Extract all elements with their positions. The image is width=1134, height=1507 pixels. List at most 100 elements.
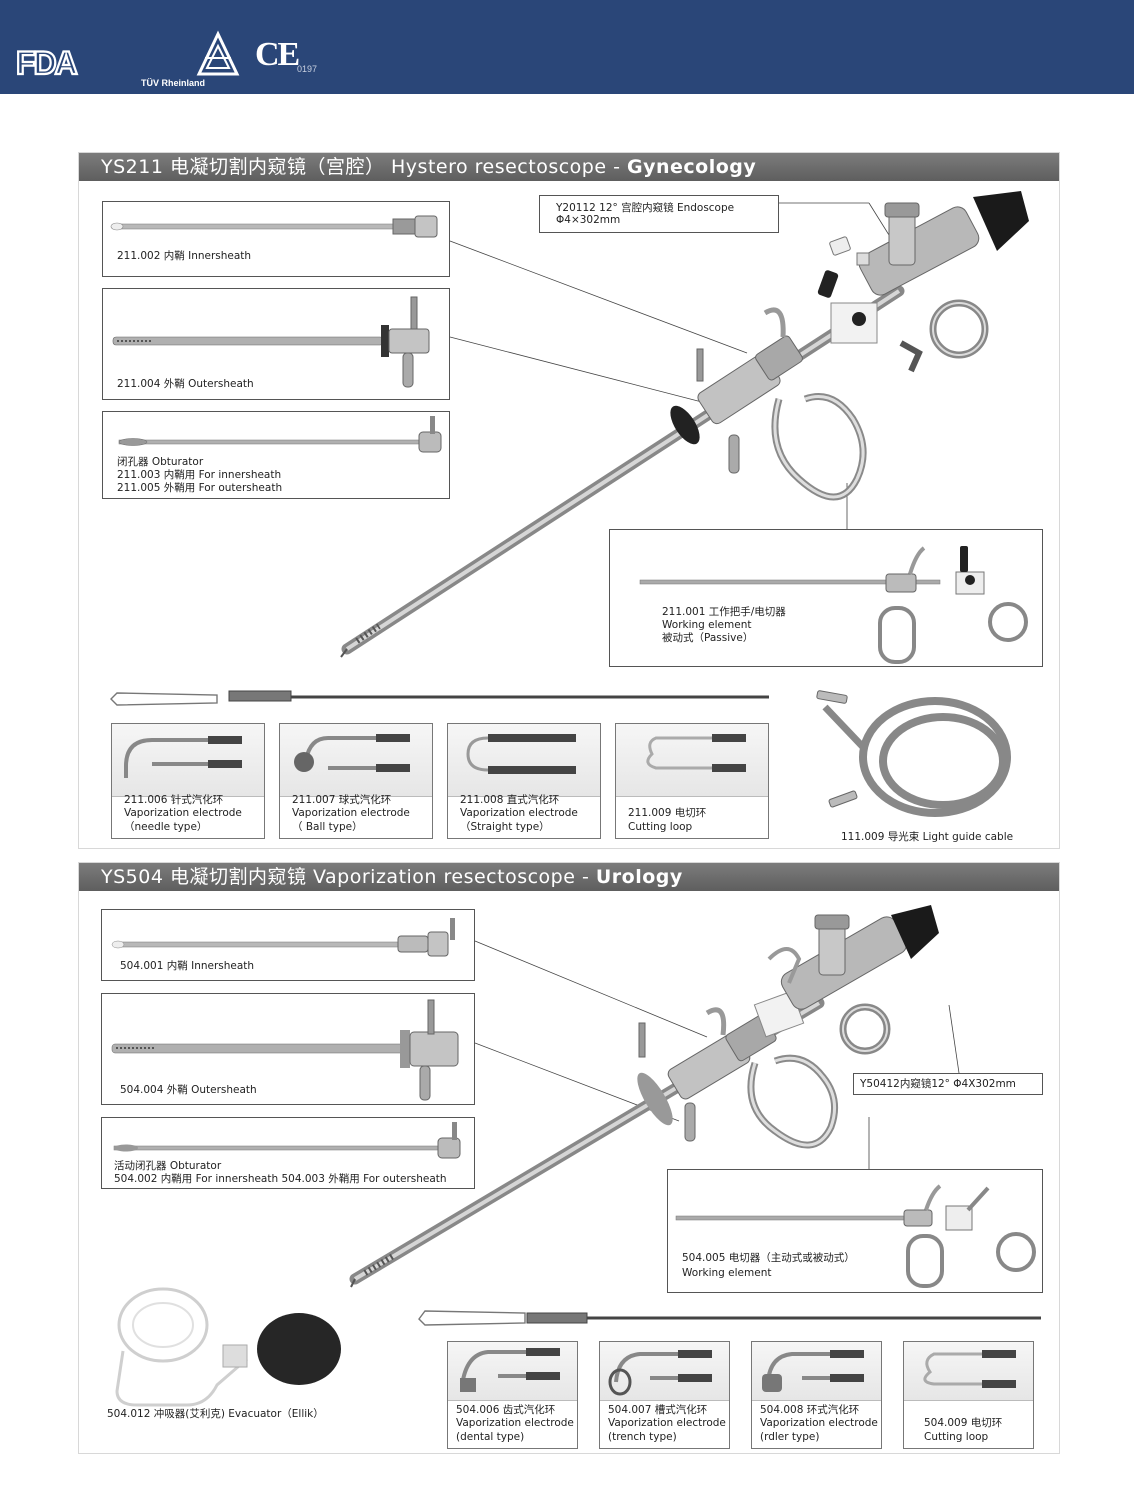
ce-mark: CE [255, 36, 300, 73]
gyn-electrode-2-line1: 211.007 球式汽化环 [292, 793, 392, 806]
gyn-electrode-2-line2: Vaporization electrode [292, 807, 410, 819]
gyn-electrode-1-line3: （needle type） [124, 820, 208, 833]
gyn-electrode-caption-1: 211.006 针式汽化环 Vaporization electrode （ne… [124, 794, 242, 835]
uro-electrode-1-line2: Vaporization electrode [456, 1417, 574, 1429]
gyn-electrode-card-4: 211.009 电切环 Cutting loop [615, 723, 769, 839]
gyn-electrode-shaft [110, 690, 769, 706]
uro-electrode-card-3: 504.008 环式汽化环 Vaporization electrode (rd… [751, 1341, 882, 1449]
gynecology-panel: YS211 电凝切割内窥镜（宫腔） Hystero resectoscope -… [78, 152, 1060, 849]
fda-logo: FDA [14, 44, 92, 82]
gyn-working-element-illustration [639, 546, 1028, 664]
gyn-electrode-1-line2: Vaporization electrode [124, 807, 242, 819]
gyn-electrode-caption-4: 211.009 电切环 Cutting loop [628, 807, 706, 834]
uro-electrode-caption-4: 504.009 电切环 Cutting loop [924, 1417, 1002, 1444]
uro-resectoscope-illustration [349, 905, 960, 1288]
uro-electrode-3-line1: 504.008 环式汽化环 [760, 1403, 860, 1416]
uro-electrode-caption-3: 504.008 环式汽化环 Vaporization electrode (rd… [760, 1404, 878, 1445]
outer-sheath-label: 211.004 外鞘 Outersheath [117, 378, 254, 390]
tuv-logo-text: TÜV Rheinland [140, 78, 205, 88]
gyn-electrode-1-line1: 211.006 针式汽化环 [124, 793, 224, 806]
gyn-electrode-4-line1: 211.009 电切环 [628, 807, 707, 819]
uro-electrode-4-line2: Cutting loop [924, 1430, 989, 1443]
uro-electrode-image-4 [904, 1342, 1033, 1402]
evacuator-label: 504.012 冲吸器(艾利克) Evacuator（Ellik） [107, 1408, 324, 1420]
gyn-electrode-image-1 [112, 724, 264, 797]
fda-logo-text: FDA [16, 45, 78, 81]
gyn-working-element-line3: 被动式（Passive） [662, 632, 754, 644]
uro-electrode-image-2 [600, 1342, 729, 1402]
uro-working-element-box: 504.005 电切器（主动式或被动式） Working element [667, 1169, 1043, 1293]
uro-obturator-illustration [113, 1122, 461, 1159]
uro-electrode-3-line3: (rdler type) [760, 1430, 820, 1443]
fda-logo-icon: FDA [15, 44, 81, 82]
uro-electrode-shaft [418, 1310, 1041, 1326]
urology-panel: YS504 电凝切割内窥镜 Vaporization resectoscope … [78, 862, 1060, 1454]
uro-obturator-box: 活动闭孔器 Obturator 504.002 内鞘用 For innershe… [101, 1117, 475, 1189]
uro-inner-sheath-label: 504.001 内鞘 Innersheath [120, 960, 255, 972]
gyn-electrode-card-1: 211.006 针式汽化环 Vaporization electrode （ne… [111, 723, 265, 839]
ball-electrode-icon [294, 734, 410, 772]
uro-electrode-card-2: 504.007 槽式汽化环 Vaporization electrode (tr… [599, 1341, 730, 1449]
gyn-endoscope-line1: Y20112 12° 宫腔内窥镜 Endoscope [556, 202, 735, 214]
uro-endoscope-box: Y50412内窥镜12° Φ4X302mm [853, 1073, 1043, 1095]
uro-electrode-card-4: 504.009 电切环 Cutting loop [903, 1341, 1034, 1449]
outer-sheath-box: 211.004 外鞘 Outersheath [102, 288, 450, 400]
gyn-endoscope-box: Y20112 12° 宫腔内窥镜 Endoscope Φ4×302mm [539, 195, 779, 233]
dental-electrode-icon [460, 1348, 560, 1392]
gyn-electrode-2-line3: （ Ball type） [292, 820, 363, 833]
gyn-endoscope-line2: Φ4×302mm [556, 214, 621, 226]
gyn-working-element-box: 211.001 工作把手/电切器 Working element 被动式（Pas… [609, 529, 1043, 667]
inner-sheath-illustration [110, 215, 438, 238]
light-guide-cable-icon [816, 690, 1011, 817]
gyn-resectoscope-illustration [340, 191, 1029, 658]
uro-electrode-image-1 [448, 1342, 577, 1402]
straight-electrode-icon [466, 734, 576, 774]
inner-sheath-box: 211.002 内鞘 Innersheath [102, 201, 450, 277]
roller-electrode-icon [762, 1350, 864, 1392]
obturator-box: 闭孔器 Obturator 211.003 内鞘用 For innersheat… [102, 411, 450, 499]
uro-endoscope-label: Y50412内窥镜12° Φ4X302mm [860, 1078, 1016, 1090]
uro-working-element-line1: 504.005 电切器（主动式或被动式） [682, 1252, 855, 1264]
uro-obturator-line2: 504.002 内鞘用 For innersheath 504.003 外鞘用 … [114, 1173, 447, 1185]
uro-electrode-4-line1: 504.009 电切环 [924, 1417, 1003, 1429]
gynecology-title-text: YS211 电凝切割内窥镜（宫腔） Hystero resectoscope - [101, 156, 627, 178]
uro-electrode-3-line2: Vaporization electrode [760, 1417, 878, 1429]
urology-title-text: YS504 电凝切割内窥镜 Vaporization resectoscope … [101, 866, 596, 888]
gyn-electrode-card-3: 211.008 直式汽化环 Vaporization electrode （St… [447, 723, 601, 839]
uro-electrode-2-line2: Vaporization electrode [608, 1417, 726, 1429]
inner-sheath-label: 211.002 内鞘 Innersheath [117, 250, 252, 262]
obturator-line2: 211.003 内鞘用 For innersheath [117, 469, 282, 481]
uro-inner-sheath-box: 504.001 内鞘 Innersheath [101, 909, 475, 981]
uro-electrode-caption-2: 504.007 槽式汽化环 Vaporization electrode (tr… [608, 1404, 726, 1445]
gyn-electrode-image-4 [616, 724, 768, 797]
uro-cutting-loop-icon [923, 1350, 1016, 1388]
urology-title: YS504 电凝切割内窥镜 Vaporization resectoscope … [79, 863, 1059, 891]
gyn-electrode-4-line2: Cutting loop [628, 820, 693, 833]
uro-electrode-1-line3: (dental type) [456, 1430, 525, 1443]
gynecology-title-bold: Gynecology [627, 156, 757, 178]
trench-electrode-icon [608, 1350, 712, 1396]
obturator-line1: 闭孔器 Obturator [117, 456, 204, 468]
gyn-electrode-3-line2: Vaporization electrode [460, 807, 578, 819]
cutting-loop-icon [646, 734, 746, 772]
gyn-electrode-card-2: 211.007 球式汽化环 Vaporization electrode （ B… [279, 723, 433, 839]
uro-electrode-2-line1: 504.007 槽式汽化环 [608, 1403, 708, 1416]
gyn-working-element-line2: Working element [662, 619, 752, 631]
tuv-logo: TÜV Rheinland [128, 30, 240, 92]
uro-electrode-card-1: 504.006 齿式汽化环 Vaporization electrode (de… [447, 1341, 578, 1449]
urology-title-bold: Urology [595, 866, 683, 888]
uro-obturator-line1: 活动闭孔器 Obturator [114, 1160, 222, 1172]
gyn-working-element-line1: 211.001 工作把手/电切器 [662, 606, 786, 618]
ce-logo: CE 0197 [255, 36, 335, 80]
gyn-electrode-image-2 [280, 724, 432, 797]
uro-working-element-line2: Working element [682, 1267, 772, 1279]
gyn-electrode-caption-3: 211.008 直式汽化环 Vaporization electrode （St… [460, 794, 578, 835]
ce-number: 0197 [297, 64, 318, 74]
obturator-line3: 211.005 外鞘用 For outersheath [117, 482, 283, 494]
uro-outer-sheath-box: 504.004 外鞘 Outersheath [101, 993, 475, 1105]
uro-electrode-image-3 [752, 1342, 881, 1402]
header-bar: FDA TÜV Rheinland CE 0197 [0, 0, 1134, 94]
uro-electrode-2-line3: (trench type) [608, 1430, 677, 1443]
gyn-electrode-3-line3: （Straight type） [460, 820, 550, 833]
gyn-electrode-3-line1: 211.008 直式汽化环 [460, 793, 560, 806]
